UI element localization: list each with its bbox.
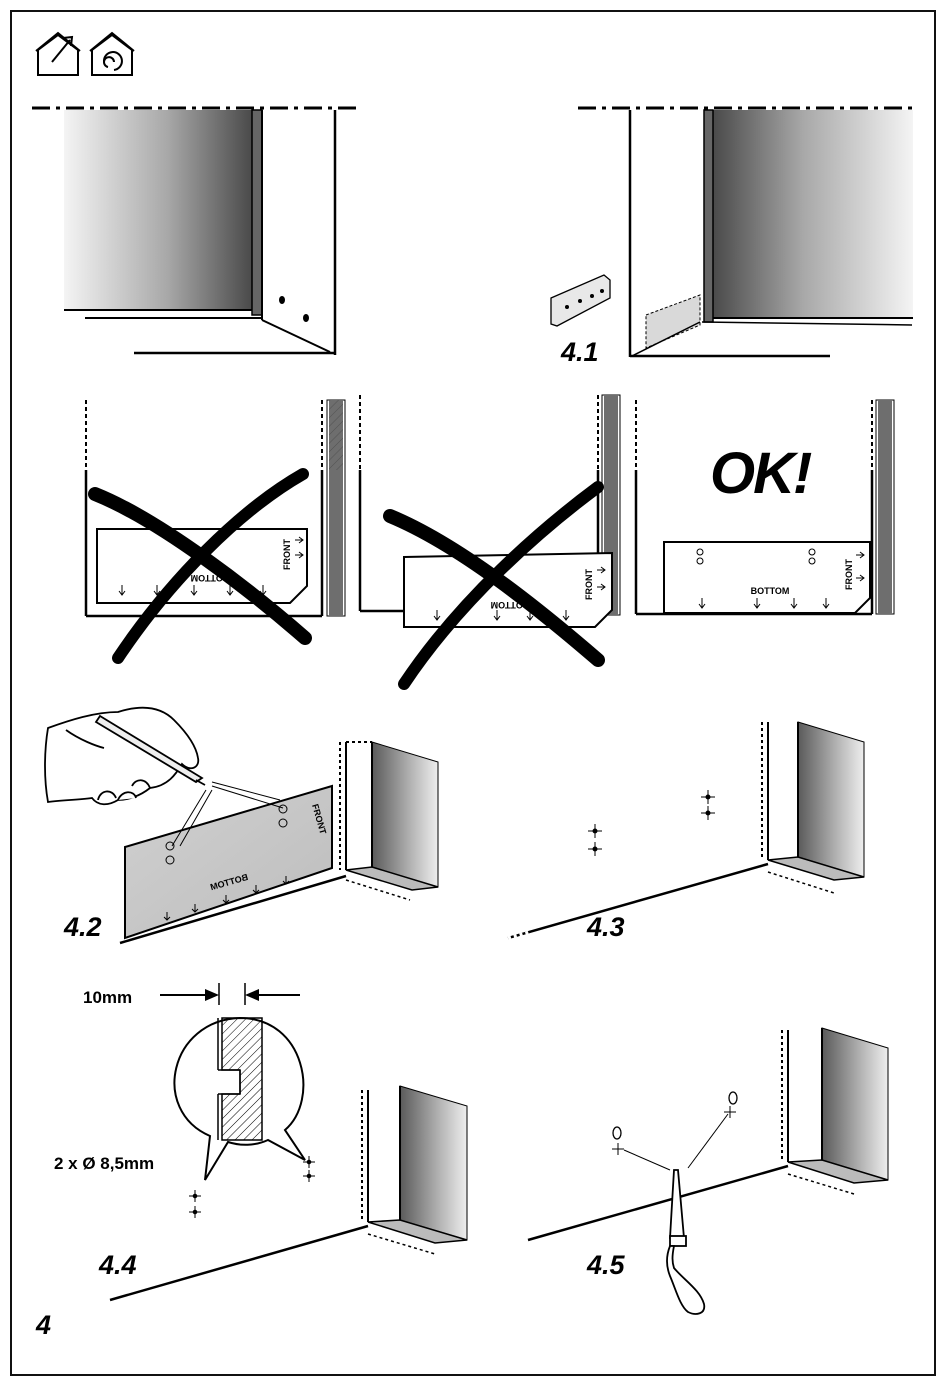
step-4-4-illustration	[110, 983, 467, 1300]
top-right-cabinet	[551, 108, 913, 357]
step-4-5-illustration	[528, 1028, 888, 1314]
house-recirculation-icon	[90, 33, 134, 75]
ok-label: OK!	[710, 440, 810, 507]
step-4-5-label: 4.5	[587, 1250, 625, 1281]
gap-dimension-label: 10mm	[83, 988, 132, 1008]
step-4-2-illustration: BOTTOM FRONT	[45, 708, 438, 943]
template-icon	[551, 275, 610, 326]
wrong-placement-2: BOTTOM FRONT	[360, 395, 620, 684]
hand-with-pencil-icon	[45, 708, 205, 805]
wrong-placement-1: BOTTOM FRONT	[86, 400, 345, 658]
step-4-3-label: 4.3	[587, 912, 625, 943]
template-front-label: FRONT	[282, 539, 292, 570]
page-number: 4	[36, 1310, 51, 1341]
step-4-3-illustration	[508, 722, 864, 938]
template-front-label: FRONT	[844, 559, 854, 590]
step-4-4-label: 4.4	[99, 1250, 137, 1281]
top-left-cabinet	[32, 108, 362, 355]
correct-placement: BOTTOM FRONT	[636, 400, 894, 614]
template-front-label: FRONT	[584, 569, 594, 600]
hole-dimension-label: 2 x Ø 8,5mm	[54, 1154, 154, 1174]
template-bottom-label: BOTTOM	[751, 586, 790, 596]
step-4-1-label: 4.1	[561, 337, 599, 368]
step-4-2-label: 4.2	[64, 912, 102, 943]
house-exhaust-icon	[36, 33, 80, 75]
